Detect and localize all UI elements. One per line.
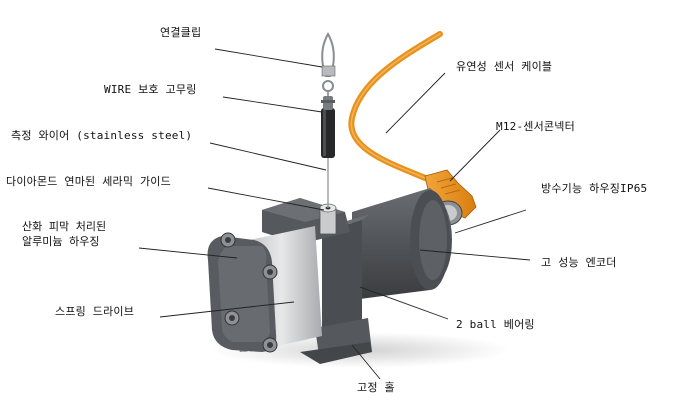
label-clip: 연결클립 xyxy=(160,26,202,39)
label-ceramic-guide: 다이아몬드 연마된 세라믹 가이드 xyxy=(6,175,171,188)
leader-lines xyxy=(138,48,531,380)
leader-ceramic xyxy=(207,187,325,211)
bearing-block xyxy=(300,214,372,364)
label-encoder: 고 성능 엔코더 xyxy=(541,256,617,269)
leader-wire-protect xyxy=(222,96,323,113)
leader-bearing xyxy=(359,286,449,320)
leader-spring xyxy=(159,301,295,318)
leader-mount xyxy=(351,344,381,380)
leader-encoder xyxy=(419,249,531,261)
leader-connector xyxy=(449,129,501,182)
wire-protector xyxy=(321,96,335,158)
leader-flex-cable xyxy=(385,72,446,134)
connection-clip xyxy=(321,31,336,96)
label-housing-line2: 알루미늄 하우징 xyxy=(22,235,100,248)
front-plate xyxy=(207,232,278,353)
label-m12-connector: M12-센서콘넥터 xyxy=(496,120,575,133)
label-housing-line1: 산화 피막 처리된 xyxy=(22,220,107,233)
label-measuring-wire: 측정 와이어 (stainless steel) xyxy=(11,129,193,142)
label-mount-hole: 고정 홀 xyxy=(357,381,395,394)
label-spring-drive: 스프링 드라이브 xyxy=(55,305,135,318)
ceramic-guide xyxy=(319,203,337,235)
leader-measure-wire xyxy=(209,142,327,171)
leader-clip xyxy=(214,48,323,68)
label-flex-cable: 유연성 센서 케이블 xyxy=(456,60,553,73)
encoder-body xyxy=(352,188,452,300)
sensor-cable xyxy=(348,31,443,183)
leader-housing xyxy=(138,247,238,259)
label-bearing: 2 ball 베어링 xyxy=(456,318,535,331)
label-waterproof: 방수기능 하우징IP65 xyxy=(541,182,648,195)
leader-waterproof xyxy=(454,209,527,234)
label-wire-protector: WIRE 보호 고무링 xyxy=(104,83,197,96)
